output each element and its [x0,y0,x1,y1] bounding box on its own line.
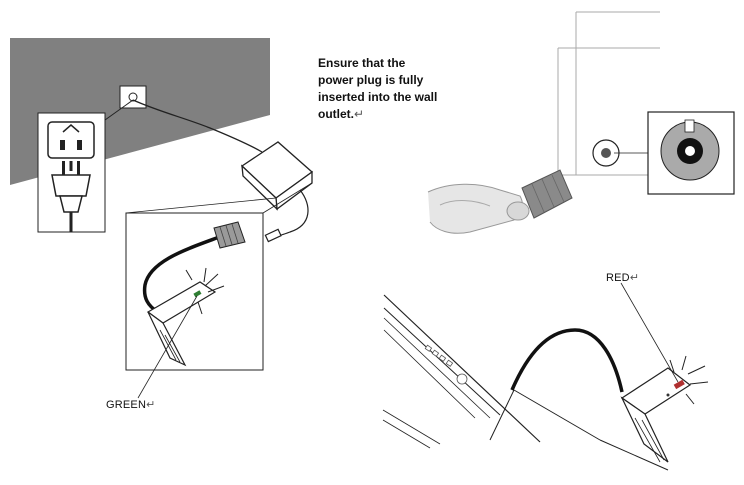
dc-plug-small [264,228,282,243]
red-label-leader [620,282,679,383]
outlet-socket-icon [128,92,138,102]
wall-outlet [119,85,147,109]
plug-detail-inset [37,99,134,233]
glow-rays-red-icon [669,355,709,405]
instruction-line: Ensure that the [318,56,406,70]
paragraph-mark: ↵ [629,272,640,284]
instruction-line: outlet.↵ [318,106,478,123]
green-led-inset [125,182,313,371]
green-label-leader [137,295,198,399]
dc-cable-right [510,328,624,393]
barrel-plug-icon [213,221,246,249]
power-adapter [240,141,314,211]
red-label-text: RED [606,272,630,284]
socket-face-icon [47,121,95,159]
red-label: RED↵ [606,271,639,284]
hand-with-plug [427,169,573,234]
green-label: GREEN↵ [106,398,156,411]
instruction-line-text: outlet. [318,107,354,121]
glow-rays-icon [185,267,225,315]
red-led-icon [673,379,685,390]
paragraph-mark: ↵ [354,107,365,121]
ac-cable [132,99,263,153]
instruction-line: power plug is fully [318,73,424,87]
power-plug-icon [51,161,91,232]
device-red-led-view [382,294,709,471]
instruction-line: inserted into the wall [318,90,438,104]
device-buttons [424,344,468,385]
barrel-plug-right-icon [521,169,573,219]
green-led-icon [193,290,202,298]
paragraph-mark: ↵ [146,399,156,411]
green-label-text: GREEN [106,399,147,411]
instruction-text: Ensure that the power plug is fully inse… [318,55,478,123]
rear-jack-view [557,11,735,195]
